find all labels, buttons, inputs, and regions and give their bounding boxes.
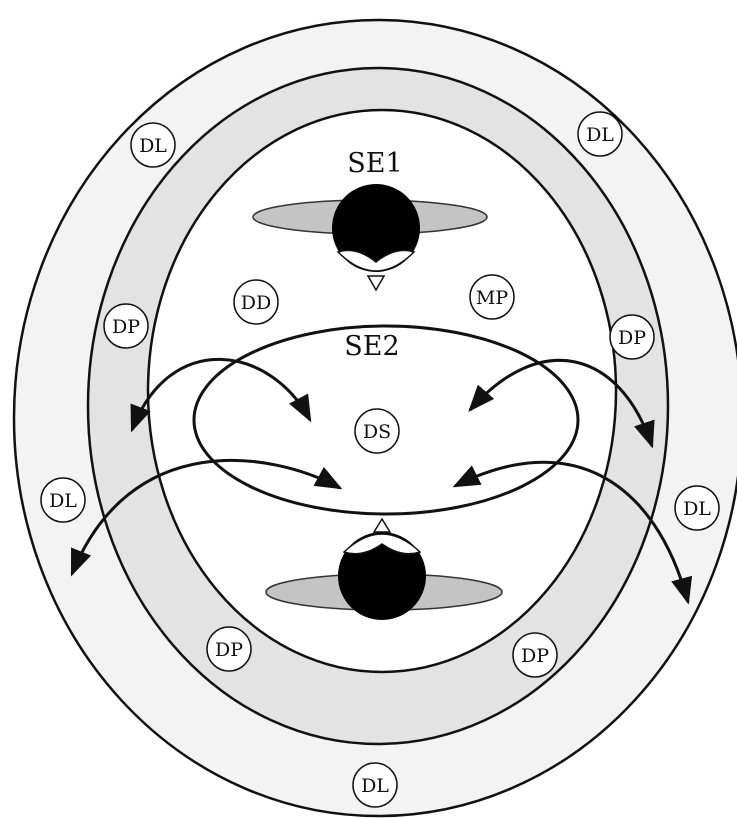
dp-bottom-left-badge: DP	[207, 627, 251, 671]
dl-mid-right-badge: DL	[675, 486, 719, 530]
dp-bottom-right-badge: DP	[513, 633, 557, 677]
dl-top-right-label: DL	[586, 124, 614, 146]
dp-bottom-left-label: DP	[215, 639, 243, 661]
dl-top-left-label: DL	[139, 135, 167, 157]
se2-label: SE2	[344, 331, 399, 362]
ds-badge: DS	[355, 409, 399, 453]
dp-bottom-right-label: DP	[521, 645, 549, 667]
se1-label: SE1	[347, 148, 402, 179]
mp-badge: MP	[470, 275, 514, 319]
dl-top-right-badge: DL	[578, 112, 622, 156]
dl-top-left-badge: DL	[131, 123, 175, 167]
dl-bottom-label: DL	[361, 775, 389, 797]
dp-right-badge: DP	[610, 315, 654, 359]
mp-label: MP	[476, 287, 508, 309]
dp-left-badge: DP	[104, 304, 148, 348]
dl-mid-left-badge: DL	[41, 478, 85, 522]
dl-mid-left-label: DL	[49, 490, 77, 512]
dl-mid-right-label: DL	[683, 498, 711, 520]
dd-label: DD	[241, 292, 271, 314]
dp-left-label: DP	[112, 316, 140, 338]
dp-right-label: DP	[618, 327, 646, 349]
ds-label: DS	[363, 421, 391, 443]
dl-bottom-badge: DL	[353, 763, 397, 807]
dd-badge: DD	[234, 280, 278, 324]
